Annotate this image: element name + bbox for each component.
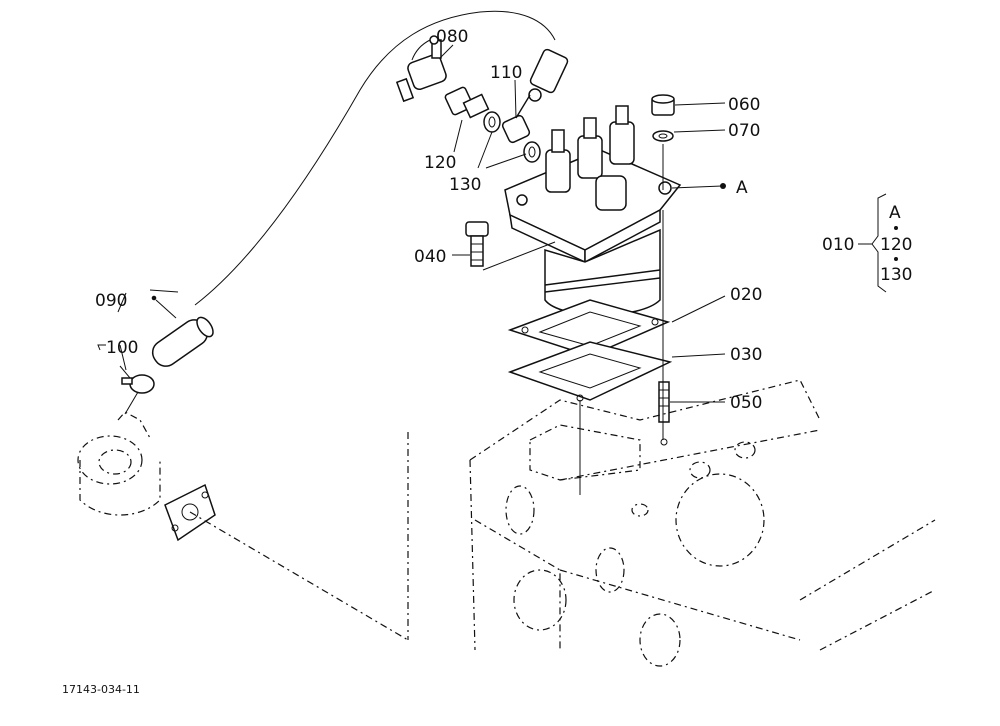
part-060-nut [651, 94, 675, 116]
callout-060: 060 [728, 95, 760, 115]
drawing-number: 17143-034-11 [62, 683, 140, 696]
part-110-fitting [501, 48, 569, 144]
callout-070: 070 [728, 121, 760, 141]
part-040-bolt [465, 221, 556, 271]
group-item-A: A [889, 203, 901, 223]
part-080-banjo-fitting [395, 35, 447, 103]
part-120-hollow-bolt [444, 86, 490, 119]
callout-020: 020 [730, 285, 762, 305]
callout-A: A [736, 178, 748, 198]
leader-lines [97, 44, 726, 403]
callout-080: 080 [436, 27, 468, 47]
callout-130: 130 [449, 175, 481, 195]
callout-010: 010 [822, 235, 854, 255]
part-130-washers [483, 111, 541, 163]
fuel-feed-pump [77, 411, 409, 641]
callout-030: 030 [730, 345, 762, 365]
part-100-clamp [119, 365, 155, 415]
part-070-washer [652, 130, 674, 142]
part-090-hose [151, 295, 214, 367]
callout-110: 110 [490, 63, 522, 83]
engine-block-outline [407, 379, 936, 667]
part-020-gasket [507, 299, 671, 357]
callout-050: 050 [730, 393, 762, 413]
callout-120: 120 [424, 153, 456, 173]
group-item-120: 120 [880, 235, 912, 255]
callout-090: 090 [95, 291, 127, 311]
pipe-routing-line [194, 10, 556, 306]
pipe-routing-line-2 [411, 39, 431, 61]
assembly-group-010: 010 A 120 130 [822, 193, 912, 293]
group-item-130: 130 [880, 265, 912, 285]
callout-100: 100 [106, 338, 138, 358]
part-050-stud [658, 381, 670, 446]
part-030-shim [507, 341, 673, 402]
injection-pump [504, 105, 682, 316]
callout-040: 040 [414, 247, 446, 267]
